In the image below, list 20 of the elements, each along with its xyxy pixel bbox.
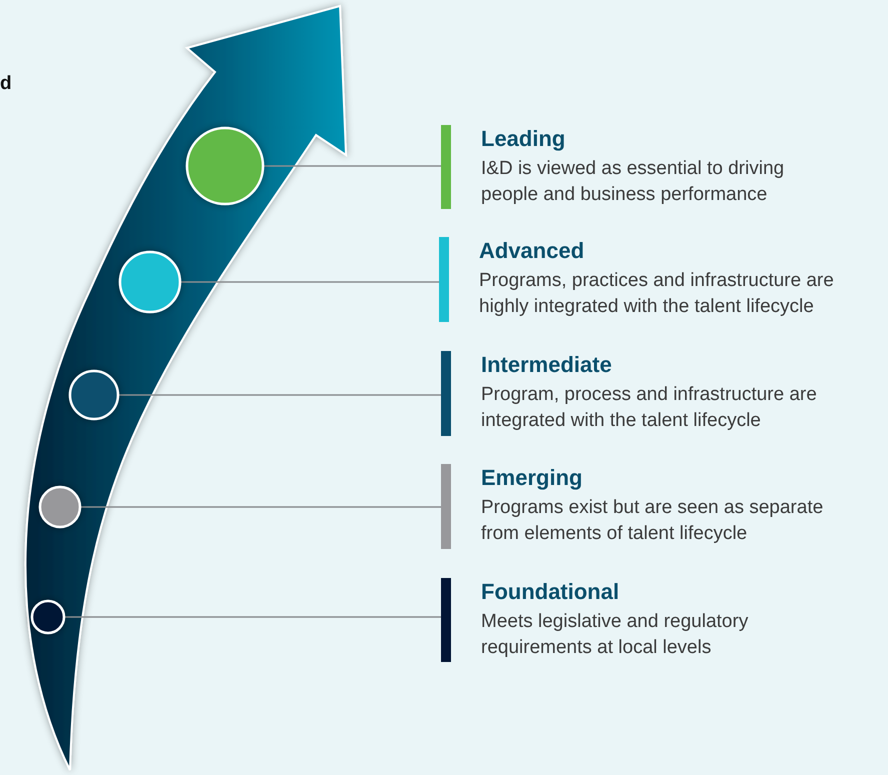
level-marker xyxy=(186,126,264,206)
level-marker xyxy=(118,250,182,314)
connector-line xyxy=(64,616,441,618)
level-heading: Emerging xyxy=(481,464,582,492)
level-description: Programs exist but are seen as separate from elements of talent lifecycle xyxy=(481,496,824,546)
level-heading: Advanced xyxy=(479,237,584,265)
level-heading: Leading xyxy=(481,125,566,153)
level-description: Meets legislative and regulatory requirements at local levels xyxy=(481,610,750,660)
level-description: Program, process and infrastructure are integrated with the talent lifecycle xyxy=(481,383,818,433)
level-description: Programs, practices and infrastructure are highly integrated with the talent lifecycle xyxy=(479,269,835,319)
level-description: I&D is viewed as essential to driving people and business performance xyxy=(481,157,786,207)
connector-line xyxy=(263,165,441,167)
level-marker xyxy=(38,486,82,528)
connector-line xyxy=(118,394,441,396)
level-heading: Intermediate xyxy=(481,351,612,379)
level-heading: Foundational xyxy=(481,578,620,606)
connector-line xyxy=(180,281,439,283)
connector-line xyxy=(80,506,441,508)
level-marker xyxy=(68,370,120,420)
cut-off-text: d xyxy=(0,73,12,95)
